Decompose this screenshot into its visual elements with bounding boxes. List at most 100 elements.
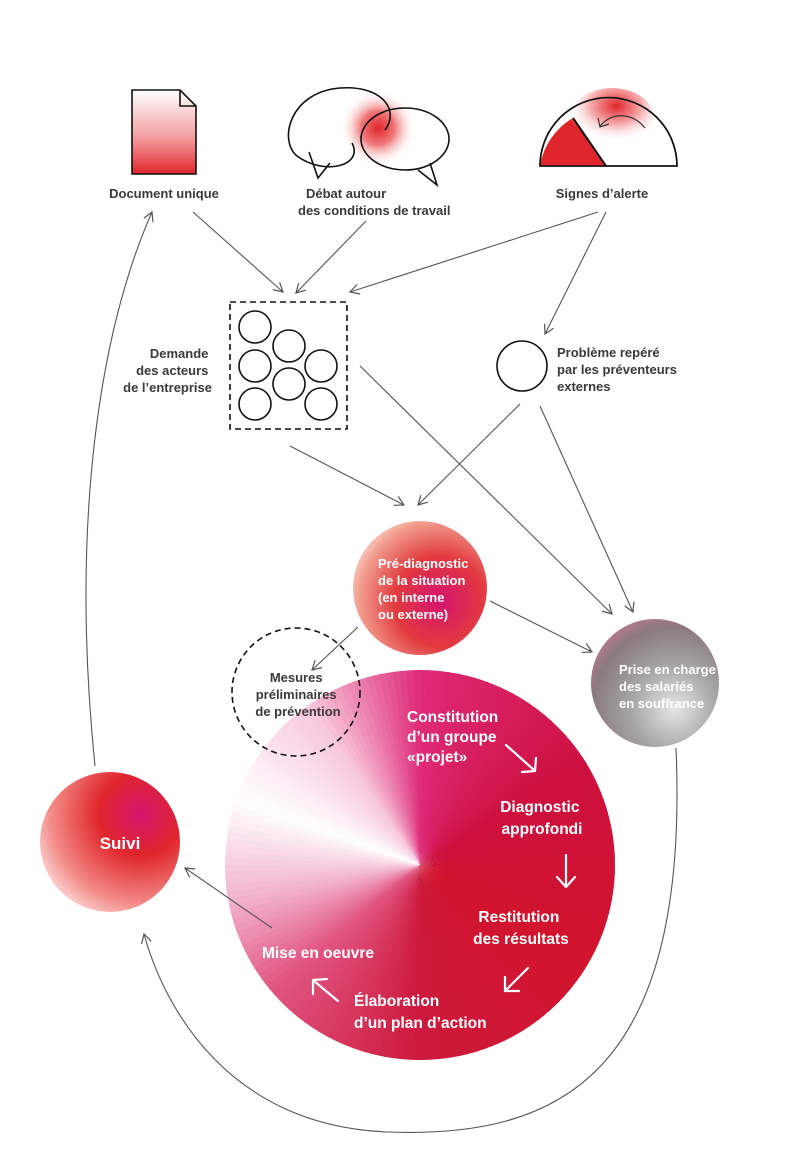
disc-wedge bbox=[420, 711, 556, 865]
gauge-icon bbox=[539, 88, 678, 167]
signes-label: Signes d’alerte bbox=[556, 186, 648, 201]
disc-wedge bbox=[312, 865, 420, 1039]
disc-wedge bbox=[417, 865, 427, 1060]
disc-wedge bbox=[420, 865, 564, 1011]
disc-wedge bbox=[420, 865, 441, 1060]
disc-wedge bbox=[225, 865, 420, 893]
cycle-arrow-3 bbox=[503, 966, 530, 993]
disc-wedge bbox=[420, 858, 615, 868]
speech-bubbles-icon bbox=[287, 87, 450, 188]
disc-wedge bbox=[225, 865, 420, 907]
arrow-suivi-to-document bbox=[85, 210, 154, 767]
disc-wedge bbox=[258, 740, 420, 865]
disc-wedge bbox=[420, 816, 615, 865]
arrow-probleme-to-prise-en-charge bbox=[539, 405, 635, 614]
disc-wedge bbox=[229, 865, 420, 934]
disc-wedge bbox=[420, 796, 611, 865]
disc-wedge bbox=[420, 844, 615, 865]
disc-wedge bbox=[420, 865, 514, 1046]
disc-wedge bbox=[399, 670, 420, 865]
disc-wedge bbox=[420, 865, 455, 1060]
disc-wedge bbox=[318, 865, 420, 1042]
probleme-label: Problème repéré par les préventeurs exte… bbox=[557, 345, 681, 394]
disc-wedge bbox=[420, 809, 615, 865]
document-icon bbox=[131, 89, 197, 175]
disc-wedge bbox=[420, 865, 532, 1036]
disc-wedge bbox=[265, 865, 420, 999]
disc-wedge bbox=[364, 670, 420, 865]
prediagnostic-label: Pré-diagnostic de la situation (en inter… bbox=[378, 556, 472, 622]
disc-wedge bbox=[420, 865, 586, 985]
disc-wedge bbox=[225, 862, 420, 872]
disc-wedge bbox=[420, 865, 597, 967]
arrow-prise-en-charge-to-suivi bbox=[140, 747, 678, 1133]
disc-wedge bbox=[420, 865, 578, 996]
disc-wedge bbox=[254, 745, 420, 865]
disc-wedge bbox=[420, 865, 569, 1006]
disc-wedge bbox=[256, 865, 420, 989]
arrow-demande-to-prediagnostic bbox=[289, 445, 406, 506]
arrow-document-to-demande bbox=[192, 211, 284, 293]
mesures-label: Mesures préliminaires de prévention bbox=[255, 670, 340, 719]
arrow-mise-en-oeuvre-to-suivi bbox=[183, 867, 273, 929]
disc-wedge bbox=[262, 734, 420, 865]
cycle-step-restitution: Restitution des résultats bbox=[473, 909, 569, 948]
arrow-signes-to-demande bbox=[348, 211, 599, 295]
disc-wedge bbox=[420, 837, 615, 865]
arrow-probleme-to-prediagnostic bbox=[417, 403, 521, 506]
disc-wedge bbox=[320, 687, 420, 865]
prediagnostic-node bbox=[353, 521, 487, 655]
disc-wedge bbox=[231, 865, 420, 940]
disc-wedge bbox=[392, 670, 420, 865]
disc-wedge bbox=[420, 830, 615, 865]
disc-wedge bbox=[326, 684, 420, 865]
disc-wedge bbox=[225, 865, 420, 921]
disc-wedge bbox=[420, 753, 591, 865]
disc-wedge bbox=[420, 721, 566, 865]
disc-wedge bbox=[413, 670, 423, 865]
disc-wedge bbox=[279, 865, 420, 1014]
disc-wedge bbox=[246, 757, 420, 865]
disc-wedge bbox=[296, 701, 420, 865]
disc-wedge bbox=[420, 865, 482, 1058]
disc-wedge bbox=[225, 865, 420, 914]
cycle-step-mise-en-oeuvre: Mise en oeuvre bbox=[262, 945, 374, 962]
disc-wedge bbox=[420, 726, 571, 865]
disc-wedge bbox=[420, 865, 469, 1060]
disc-wedge bbox=[261, 865, 420, 994]
disc-wedge bbox=[420, 741, 584, 865]
disc-wedge bbox=[249, 865, 420, 977]
disc-wedge bbox=[269, 865, 420, 1004]
disc-wedge bbox=[289, 865, 420, 1023]
document-label: Document unique bbox=[109, 186, 219, 201]
disc-wedge bbox=[225, 865, 420, 900]
disc-wedge bbox=[243, 763, 420, 865]
disc-wedge bbox=[295, 865, 420, 1027]
disc-wedge bbox=[291, 706, 420, 865]
mesures-node bbox=[231, 627, 361, 757]
disc-wedge bbox=[239, 865, 420, 959]
disc-wedge bbox=[420, 865, 520, 1043]
disc-wedge bbox=[271, 724, 420, 865]
disc-wedge bbox=[420, 865, 554, 1020]
disc-wedge bbox=[253, 865, 420, 983]
group-of-people-icon bbox=[229, 301, 348, 430]
disc-wedge bbox=[233, 865, 420, 947]
disc-wedge bbox=[250, 751, 420, 865]
disc-wedge bbox=[302, 698, 420, 865]
disc-wedge bbox=[420, 865, 582, 990]
debat-label: Débat autour des conditions de travail bbox=[298, 186, 450, 218]
prise-en-charge-node bbox=[591, 619, 719, 747]
disc-wedge bbox=[420, 823, 615, 865]
disc-wedge bbox=[225, 865, 420, 879]
disc-wedge bbox=[420, 865, 434, 1060]
disc-wedge bbox=[420, 707, 551, 865]
disc-wedge bbox=[236, 865, 420, 953]
disc-wedge bbox=[420, 865, 590, 979]
disc-wedge bbox=[420, 865, 448, 1060]
arrow-prediagnostic-to-mesures bbox=[311, 626, 359, 671]
disc-wedge bbox=[358, 672, 420, 865]
disc-wedge bbox=[420, 790, 609, 865]
disc-wedge bbox=[420, 803, 613, 865]
arrow-demande-to-prise-en-charge bbox=[359, 365, 613, 615]
